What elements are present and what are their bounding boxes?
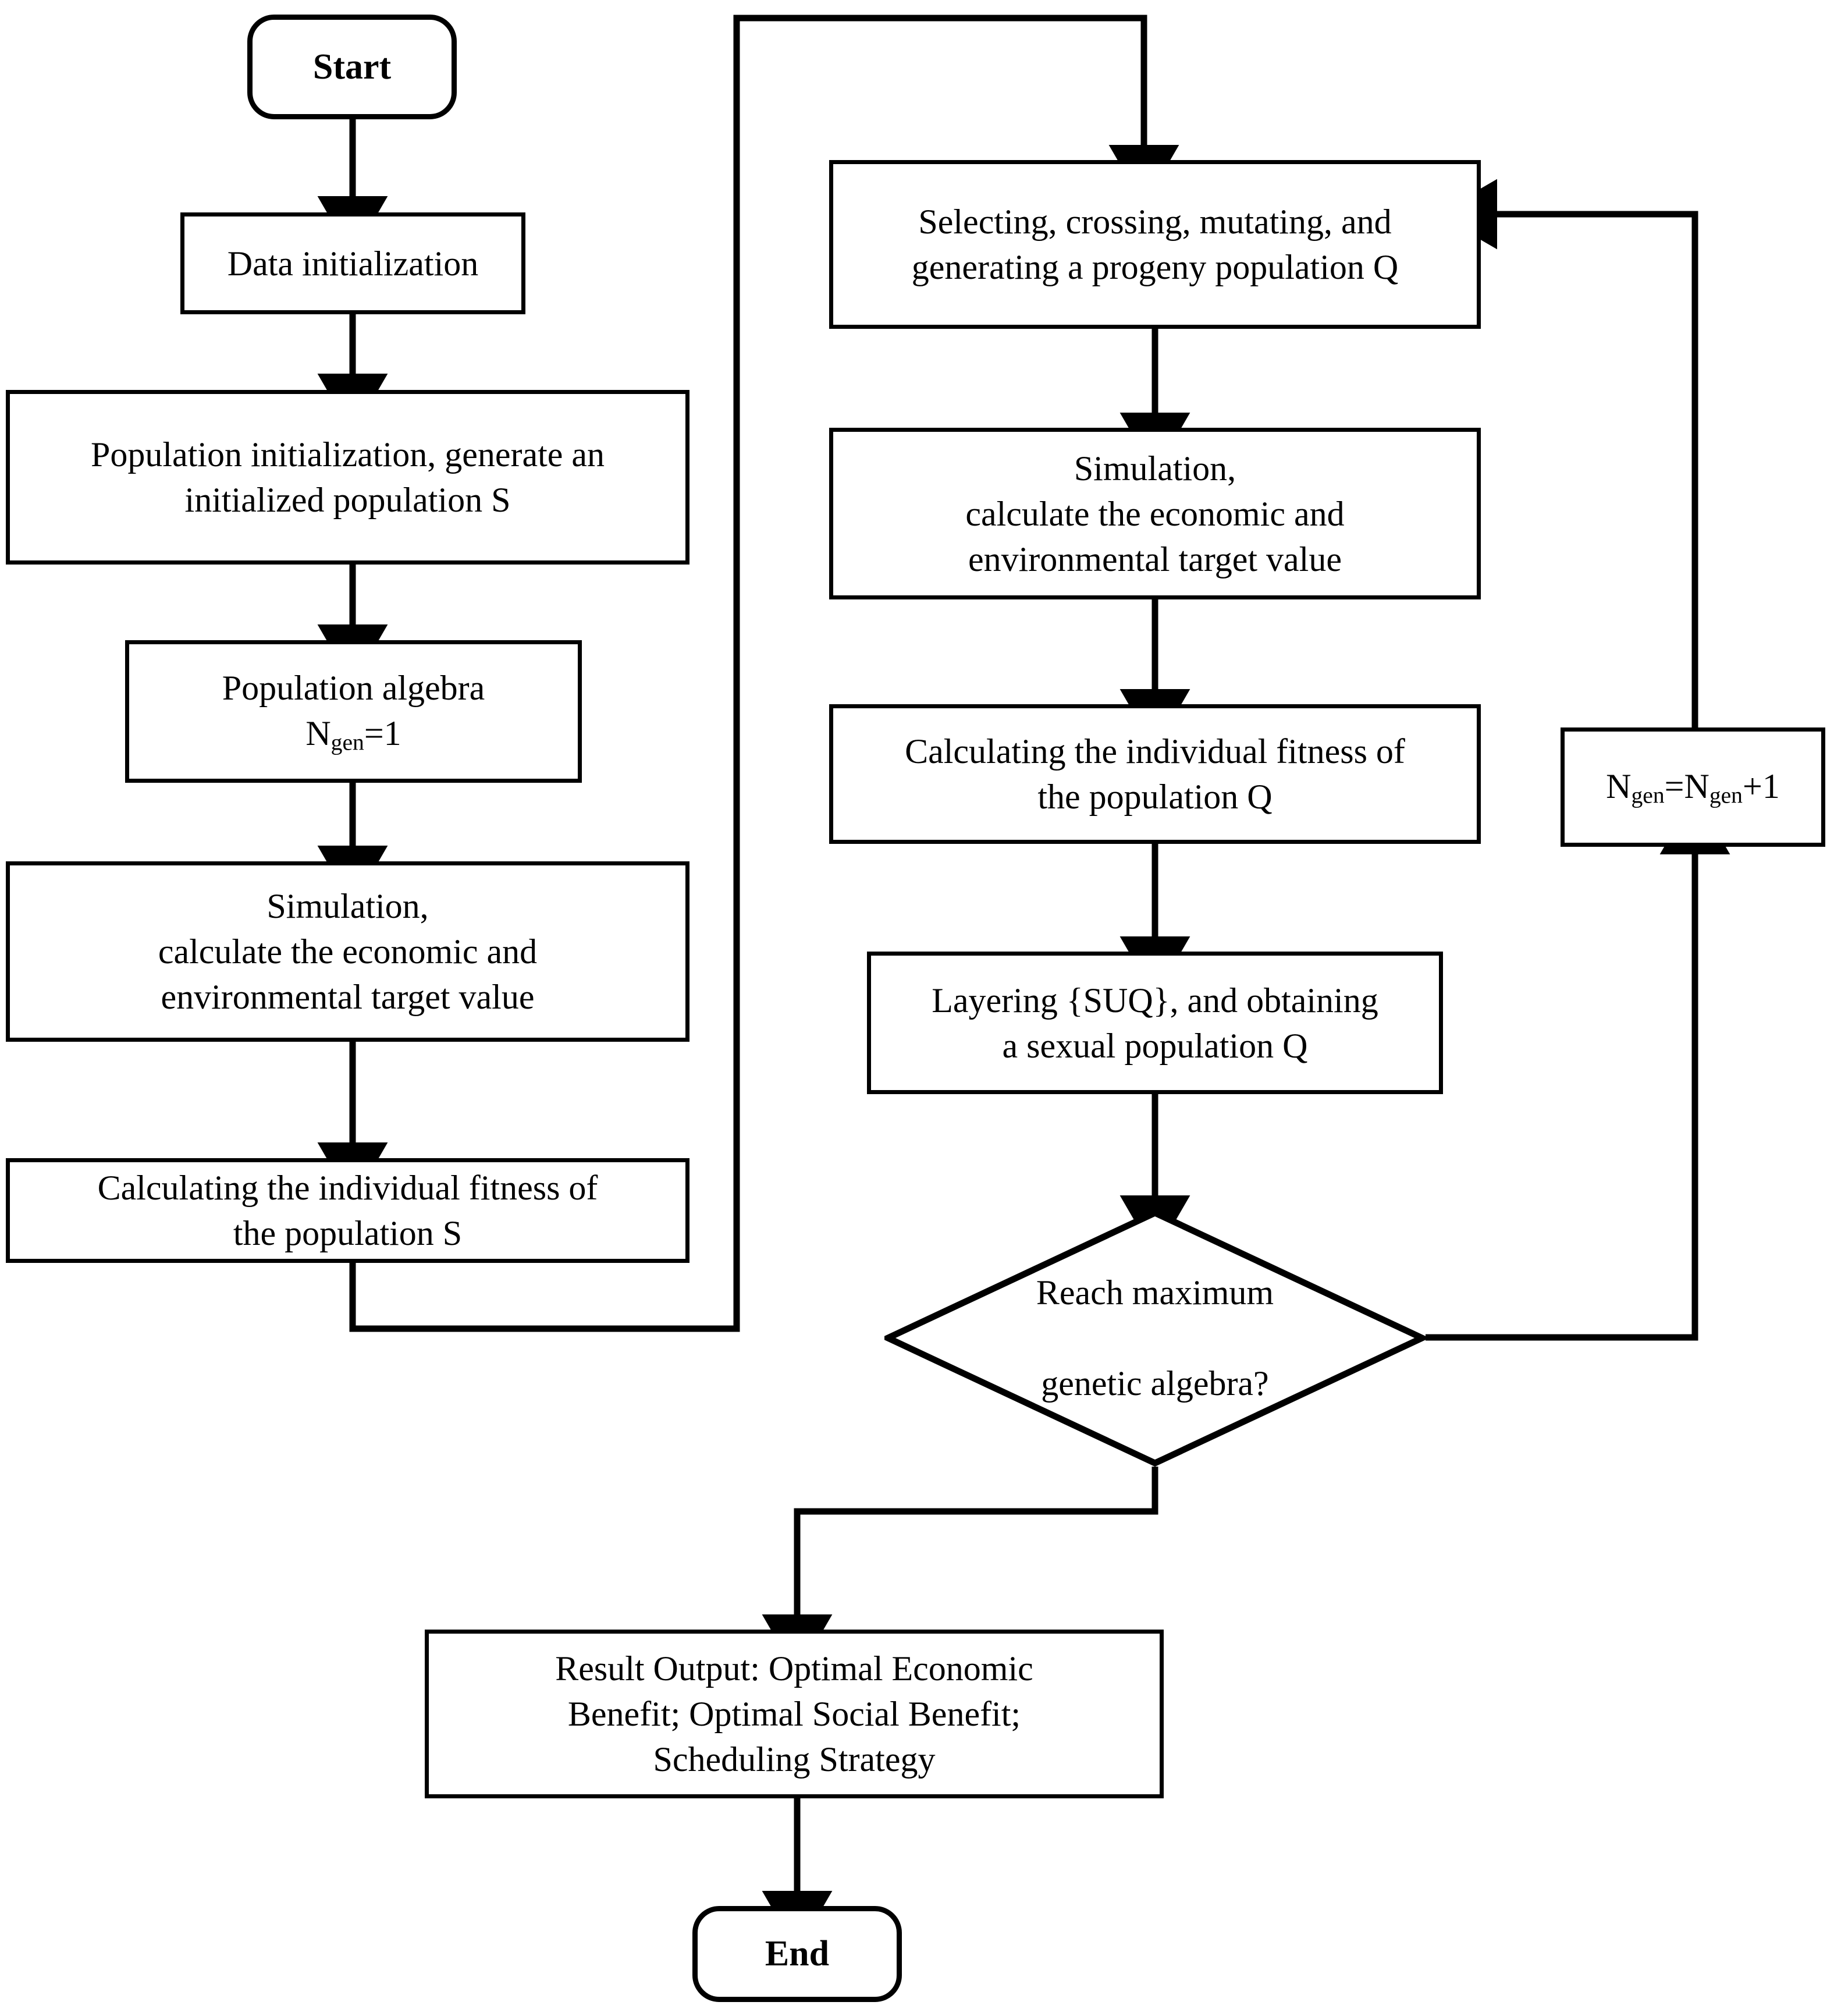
node-start-label: Start	[312, 47, 392, 87]
node-simulation-q[interactable]: Simulation, calculate the economic and e…	[829, 428, 1481, 599]
node-end-label: End	[765, 1934, 830, 1974]
node-data-initialization[interactable]: Data initialization	[180, 212, 525, 314]
node-fitness-q[interactable]: Calculating the individual fitness of th…	[829, 704, 1481, 844]
edge-increment-to-selecting	[1436, 179, 1698, 727]
node-data-initialization-label: Data initialization	[227, 244, 479, 283]
node-layering-suq-label: Layering {SUQ}, and obtaining a sexual p…	[932, 981, 1378, 1065]
increment-value: +1	[1742, 766, 1780, 805]
node-simulation-q-label: Simulation, calculate the economic and e…	[965, 449, 1345, 578]
population-algebra-subscript: gen	[330, 729, 364, 755]
node-increment-generation-label: Ngen=Ngen+1	[1593, 764, 1793, 811]
node-fitness-q-label: Calculating the individual fitness of th…	[905, 732, 1405, 816]
node-selecting-crossing-mutating-label: Selecting, crossing, mutating, and gener…	[911, 203, 1399, 286]
node-end[interactable]: End	[692, 1906, 902, 2002]
increment-operator: =N	[1664, 766, 1709, 805]
node-population-initialization-label: Population initialization, generate an i…	[90, 435, 605, 519]
node-result-output-label: Result Output: Optimal Economic Benefit;…	[555, 1649, 1033, 1779]
node-population-initialization[interactable]: Population initialization, generate an i…	[6, 390, 689, 565]
increment-variable-left: N	[1606, 766, 1632, 805]
decision-diamond-shape	[884, 1209, 1426, 1467]
edge-decision-to-increment	[1426, 793, 1730, 1341]
edge-decision-to-result-output	[762, 1467, 1158, 1676]
node-simulation-s[interactable]: Simulation, calculate the economic and e…	[6, 861, 689, 1042]
node-result-output[interactable]: Result Output: Optimal Economic Benefit;…	[425, 1630, 1164, 1798]
node-start[interactable]: Start	[247, 15, 457, 119]
node-simulation-s-label: Simulation, calculate the economic and e…	[158, 887, 538, 1016]
node-decision-reach-maximum[interactable]: Reach maximum genetic algebra?	[884, 1209, 1426, 1467]
node-layering-suq[interactable]: Layering {SUQ}, and obtaining a sexual p…	[867, 952, 1443, 1094]
node-fitness-s-label: Calculating the individual fitness of th…	[97, 1169, 598, 1252]
node-selecting-crossing-mutating[interactable]: Selecting, crossing, mutating, and gener…	[829, 160, 1481, 329]
node-increment-generation[interactable]: Ngen=Ngen+1	[1561, 727, 1825, 847]
node-fitness-s[interactable]: Calculating the individual fitness of th…	[6, 1158, 689, 1263]
node-decision-reach-maximum-label: Reach maximum genetic algebra?	[1036, 1273, 1274, 1403]
population-algebra-variable: N	[305, 714, 331, 753]
population-algebra-value: =1	[364, 714, 401, 753]
increment-subscript-left: gen	[1631, 782, 1665, 808]
increment-subscript-right: gen	[1709, 782, 1743, 808]
